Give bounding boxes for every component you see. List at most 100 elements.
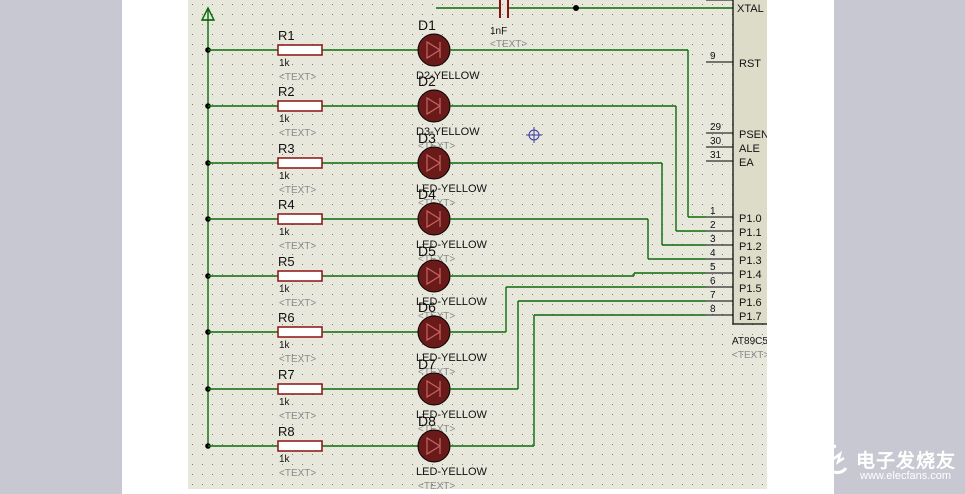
pin-number: 3 [710, 234, 716, 245]
led-model: D2-YELLOW [416, 70, 480, 82]
elecfans-logo-icon [823, 444, 848, 474]
resistor[interactable] [277, 157, 323, 169]
led-ref: D3 [418, 130, 436, 146]
resistor-value: 1k [279, 340, 291, 351]
led-model: LED-YELLOW [416, 352, 488, 364]
cap-junction [573, 5, 579, 11]
pin-label: P1.0 [739, 213, 762, 225]
pin-label: P1.1 [739, 227, 762, 239]
diode-triangle [426, 209, 442, 229]
led-diode-icon[interactable] [417, 146, 451, 180]
resistor[interactable] [277, 213, 323, 225]
diode-triangle [426, 436, 442, 456]
led-diode-icon[interactable] [417, 259, 451, 293]
resistor[interactable] [277, 44, 323, 56]
led-diode-icon[interactable] [417, 429, 451, 463]
resistor-ref: R7 [278, 367, 295, 382]
led-model: LED-YELLOW [416, 409, 488, 421]
resistor-value: 1k [279, 227, 291, 238]
led-diode-icon[interactable] [417, 372, 451, 406]
resistor-ref: R6 [278, 310, 295, 325]
pin-number: 1 [710, 206, 716, 217]
watermark-url: www.elecfans.com [860, 470, 952, 482]
chip-text-placeholder: <TEXT> [732, 350, 767, 361]
capacitor-value: 1nF [490, 26, 507, 37]
pin-number: 4 [710, 248, 716, 259]
watermark: 电子发烧友 www.elecfans.com [818, 440, 958, 486]
led-ref: D8 [418, 413, 436, 429]
microcontroller-body[interactable] [732, 0, 767, 325]
pin-label: RST [739, 58, 761, 70]
resistor-value: 1k [279, 454, 291, 465]
led-diode-icon[interactable] [417, 89, 451, 123]
diode-triangle [426, 96, 442, 116]
led-ref: D1 [418, 17, 436, 33]
led-diode-icon[interactable] [417, 315, 451, 349]
resistor-text-placeholder: <TEXT> [279, 298, 316, 309]
led-model: D3-YELLOW [416, 126, 480, 138]
resistor-value: 1k [279, 114, 291, 125]
led-model: LED-YELLOW [416, 239, 488, 251]
schematic-canvas[interactable]: 1nF<TEXT> XTAL9RST29PSEN30ALE31EA1P1.02P… [188, 0, 767, 489]
resistor-text-placeholder: <TEXT> [279, 411, 316, 422]
resistor-value: 1k [279, 397, 291, 408]
led-text-placeholder: <TEXT> [418, 424, 455, 435]
resistor-text-placeholder: <TEXT> [279, 241, 316, 252]
pin-label: PSEN [739, 129, 767, 141]
resistor[interactable] [277, 326, 323, 338]
diode-triangle [426, 40, 442, 60]
diode-triangle [426, 379, 442, 399]
pin-label: P1.6 [739, 297, 762, 309]
pin-number: 8 [710, 304, 716, 315]
crosshair-cursor-icon [526, 127, 542, 143]
pin-number: 9 [710, 51, 716, 62]
resistor-ref: R5 [278, 254, 295, 269]
pin-number: 7 [710, 290, 716, 301]
pin-label: P1.3 [739, 255, 762, 267]
diode-triangle [426, 153, 442, 173]
resistor[interactable] [277, 440, 323, 452]
pin-label: P1.5 [739, 283, 762, 295]
resistor-value: 1k [279, 284, 291, 295]
pin-label: P1.4 [739, 269, 762, 281]
led-model: LED-YELLOW [416, 183, 488, 195]
resistor-value: 1k [279, 171, 291, 182]
diode-triangle [426, 322, 442, 342]
pin-number: 2 [710, 220, 716, 231]
led-ref: D4 [418, 186, 436, 202]
led-diode-icon[interactable] [417, 202, 451, 236]
led-ref: D6 [418, 299, 436, 315]
resistor[interactable] [277, 383, 323, 395]
resistor-ref: R3 [278, 141, 295, 156]
pin-number: 6 [710, 276, 716, 287]
pin-number: 29 [710, 122, 722, 133]
pin-number: 31 [710, 150, 722, 161]
resistor-text-placeholder: <TEXT> [279, 185, 316, 196]
led-diode-icon[interactable] [417, 33, 451, 67]
pin-number: 5 [710, 262, 716, 273]
resistor-ref: R2 [278, 84, 295, 99]
pin-label-xtal: XTAL [737, 3, 764, 15]
pin-number: 30 [710, 136, 722, 147]
led-model: LED-YELLOW [416, 296, 488, 308]
resistor-value: 1k [279, 58, 291, 69]
pin-label: P1.2 [739, 241, 762, 253]
watermark-text: 电子发烧友 [856, 450, 957, 472]
led-text-placeholder: <TEXT> [418, 367, 455, 378]
capacitor-text-placeholder: <TEXT> [490, 39, 527, 50]
pin-label: ALE [739, 143, 760, 155]
resistor[interactable] [277, 100, 323, 112]
diode-triangle [426, 266, 442, 286]
resistor-ref: R1 [278, 28, 295, 43]
resistor[interactable] [277, 270, 323, 282]
led-ref: D2 [418, 73, 436, 89]
resistor-ref: R8 [278, 424, 295, 439]
led-text-placeholder: <TEXT> [418, 141, 455, 152]
resistor-ref: R4 [278, 197, 295, 212]
